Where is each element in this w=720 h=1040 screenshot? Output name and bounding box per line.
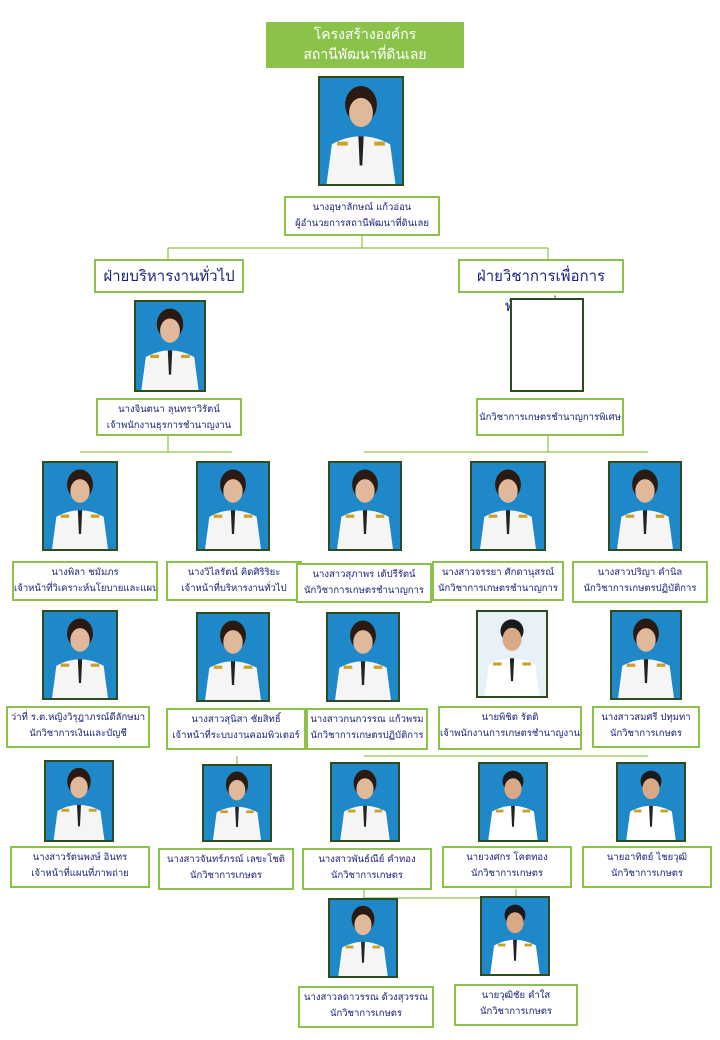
staff-photo (328, 461, 402, 551)
staff-position: เจ้าหน้าที่ระบบงานคอมพิวเตอร์ (172, 730, 300, 741)
title-line-2: สถานีพัฒนาที่ดินเลย (303, 47, 427, 63)
staff-box: นางวิไลรัตน์ คิดศิริริยะเจ้าหน้าที่บริหา… (166, 561, 302, 601)
staff-photo (44, 760, 114, 842)
org-chart-title: โครงสร้างองค์กร สถานีพัฒนาที่ดินเลย (266, 22, 464, 68)
staff-name: นางสาวสุนิสา ชัยสิทธิ์ (191, 714, 281, 725)
right-head-box: นักวิชาการเกษตรชำนาญการพิเศษ (476, 398, 624, 436)
staff-box: นายวุฒิชัย คำใสนักวิชาการเกษตร (454, 984, 578, 1026)
director-name: นางอุษาลักษณ์ แก้วอ่อน (312, 202, 412, 213)
staff-photo (470, 461, 546, 551)
staff-photo (202, 764, 272, 842)
left-head-box: นางจินตนา ลุนทราวิรัตน์ เจ้าพนักงานธุรกา… (96, 398, 242, 436)
staff-box: นางสาวสมศรี ปทุมทานักวิชาการเกษตร (592, 706, 700, 748)
staff-photo (610, 610, 682, 700)
staff-position: นักวิชาการเกษตรปฏิบัติการ (310, 730, 424, 741)
staff-name: นางสาวพันธ์ณีย์ คำทอง (318, 854, 416, 865)
staff-photo (330, 762, 400, 842)
staff-box: นางสาวรัตนพงษ์ อินทรเจ้าหน้าที่แผนที่ภาพ… (10, 846, 150, 888)
staff-position: นักวิชาการเกษตรชำนาญการ (438, 583, 558, 594)
staff-photo (42, 461, 118, 551)
staff-name: นางวิไลรัตน์ คิดศิริริยะ (187, 567, 281, 578)
staff-position: เจ้าหน้าที่วิเคราะห์นโยบายและแผน (14, 583, 158, 594)
staff-name: นางสาวรัตนพงษ์ อินทร (32, 852, 128, 863)
staff-name: นางสาวจันทร์ภรณ์ เลขะโชติ (167, 854, 285, 865)
staff-box: นายวงศกร โคตทองนักวิชาการเกษตร (442, 846, 572, 888)
staff-name: นางสาวลดาวรรณ ด้วงสุวรรณ (304, 992, 428, 1003)
right-head-position: นักวิชาการเกษตรชำนาญการพิเศษ (479, 412, 621, 423)
staff-name: นางพิลา ชมัมภร (51, 567, 119, 578)
staff-name: นางสาวปริญา คำนิล (597, 567, 683, 578)
staff-name: นางสาวสมศรี ปทุมทา (601, 712, 691, 723)
staff-box: ว่าที่ ร.ต.หญิงวิรุฎาภรณ์ดีลักษมานักวิชา… (6, 706, 150, 748)
staff-position: นักวิชาการเกษตร (330, 870, 404, 881)
staff-position: นักวิชาการเกษตรชำนาญการ (304, 585, 424, 596)
staff-box: นางสาวลดาวรรณ ด้วงสุวรรณนักวิชาการเกษตร (298, 986, 434, 1028)
staff-box: นายอาทิตย์ ไชยวุฒินักวิชาการเกษตร (582, 846, 712, 888)
staff-position: นักวิชาการเงินและบัญชี (29, 728, 127, 739)
dept-general-admin: ฝ่ายบริหารงานทั่วไป (94, 259, 244, 293)
staff-position: นักวิชาการเกษตร (479, 1006, 553, 1017)
staff-photo (42, 610, 118, 700)
left-head-name: นางจินตนา ลุนทราวิรัตน์ (118, 404, 220, 415)
staff-photo (328, 898, 398, 978)
staff-position: นักวิชาการเกษตร (470, 868, 544, 879)
staff-name: นายอาทิตย์ ไชยวุฒิ (606, 852, 688, 863)
staff-photo (608, 461, 682, 551)
director-box: นางอุษาลักษณ์ แก้วอ่อน ผู้อำนวยการสถานีพ… (284, 196, 440, 236)
staff-box: นางสาวกนกวรรณ แก้วพรมนักวิชาการเกษตรปฏิบ… (306, 708, 428, 750)
director-position: ผู้อำนวยการสถานีพัฒนาที่ดินเลย (295, 218, 429, 229)
dept-technical: ฝ่ายวิชาการเพื่อการพัฒนาที่ดิน (458, 259, 624, 315)
staff-box: นางสาวสุภาพร เต้ปรีรัตน์นักวิชาการเกษตรช… (296, 563, 432, 603)
left-head-photo (134, 300, 206, 392)
staff-box: นางสาวปริญา คำนิลนักวิชาการเกษตรปฏิบัติก… (572, 561, 708, 603)
staff-name: นางสาวกนกวรรณ แก้วพรม (310, 714, 424, 725)
left-head-position: เจ้าพนักงานธุรการชำนาญงาน (106, 420, 232, 431)
staff-position: เจ้าหน้าที่บริหารงานทั่วไป (181, 583, 287, 594)
staff-photo (478, 762, 548, 842)
staff-photo (476, 610, 548, 698)
staff-box: นางสาวจันทร์ภรณ์ เลขะโชตินักวิชาการเกษตร (158, 848, 294, 890)
staff-name: นางสาวจรรยา ศักดานุสรณ์ (441, 567, 555, 578)
staff-name: ว่าที่ ร.ต.หญิงวิรุฎาภรณ์ดีลักษมา (10, 712, 146, 723)
staff-position: เจ้าหน้าที่แผนที่ภาพถ่าย (31, 868, 129, 879)
title-line-1: โครงสร้างองค์กร (313, 27, 417, 43)
staff-photo (326, 612, 400, 702)
right-head-photo-placeholder (510, 298, 584, 392)
staff-position: นักวิชาการเกษตร (189, 870, 263, 881)
staff-photo (480, 896, 550, 976)
staff-box: นางสาวพันธ์ณีย์ คำทองนักวิชาการเกษตร (302, 848, 432, 890)
staff-box: นางสาวสุนิสา ชัยสิทธิ์เจ้าหน้าที่ระบบงาน… (166, 708, 306, 750)
staff-position: นักวิชาการเกษตร (609, 728, 683, 739)
staff-position: นักวิชาการเกษตร (329, 1008, 403, 1019)
staff-position: เจ้าพนักงานการเกษตรชำนาญงาน (440, 728, 581, 739)
staff-photo (616, 762, 686, 842)
staff-box: นางพิลา ชมัมภรเจ้าหน้าที่วิเคราะห์นโยบาย… (12, 561, 158, 601)
staff-position: นักวิชาการเกษตร (610, 868, 684, 879)
staff-photo (196, 612, 270, 702)
staff-name: นางสาวสุภาพร เต้ปรีรัตน์ (312, 569, 416, 580)
staff-box: นางสาวจรรยา ศักดานุสรณ์นักวิชาการเกษตรชำ… (432, 561, 564, 601)
staff-photo (196, 461, 270, 551)
staff-name: นายพิชิต รัตติ (481, 712, 539, 723)
staff-position: นักวิชาการเกษตรปฏิบัติการ (583, 583, 697, 594)
director-photo (318, 76, 404, 186)
staff-name: นายวุฒิชัย คำใส (481, 990, 551, 1001)
staff-name: นายวงศกร โคตทอง (466, 852, 548, 863)
staff-box: นายพิชิต รัตติเจ้าพนักงานการเกษตรชำนาญงา… (438, 706, 582, 750)
